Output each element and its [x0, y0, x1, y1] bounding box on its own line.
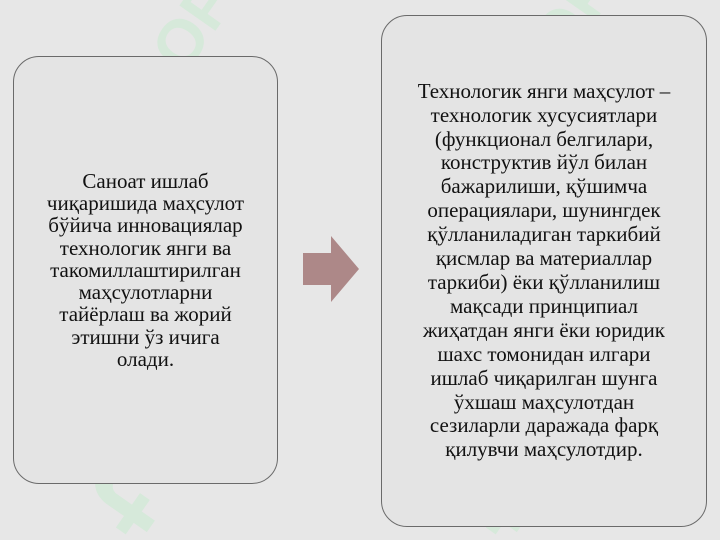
right-text-box: Технологик янги маҳсулот – технологик ху… — [381, 15, 707, 527]
right-arrow-icon — [303, 236, 359, 302]
left-text-box: Саноат ишлаб чиқаришида маҳсулот бўйича … — [13, 56, 278, 484]
right-box-text: Технологик янги маҳсулот – технологик ху… — [417, 78, 671, 462]
left-box-text: Саноат ишлаб чиқаришида маҳсулот бўйича … — [46, 169, 245, 371]
